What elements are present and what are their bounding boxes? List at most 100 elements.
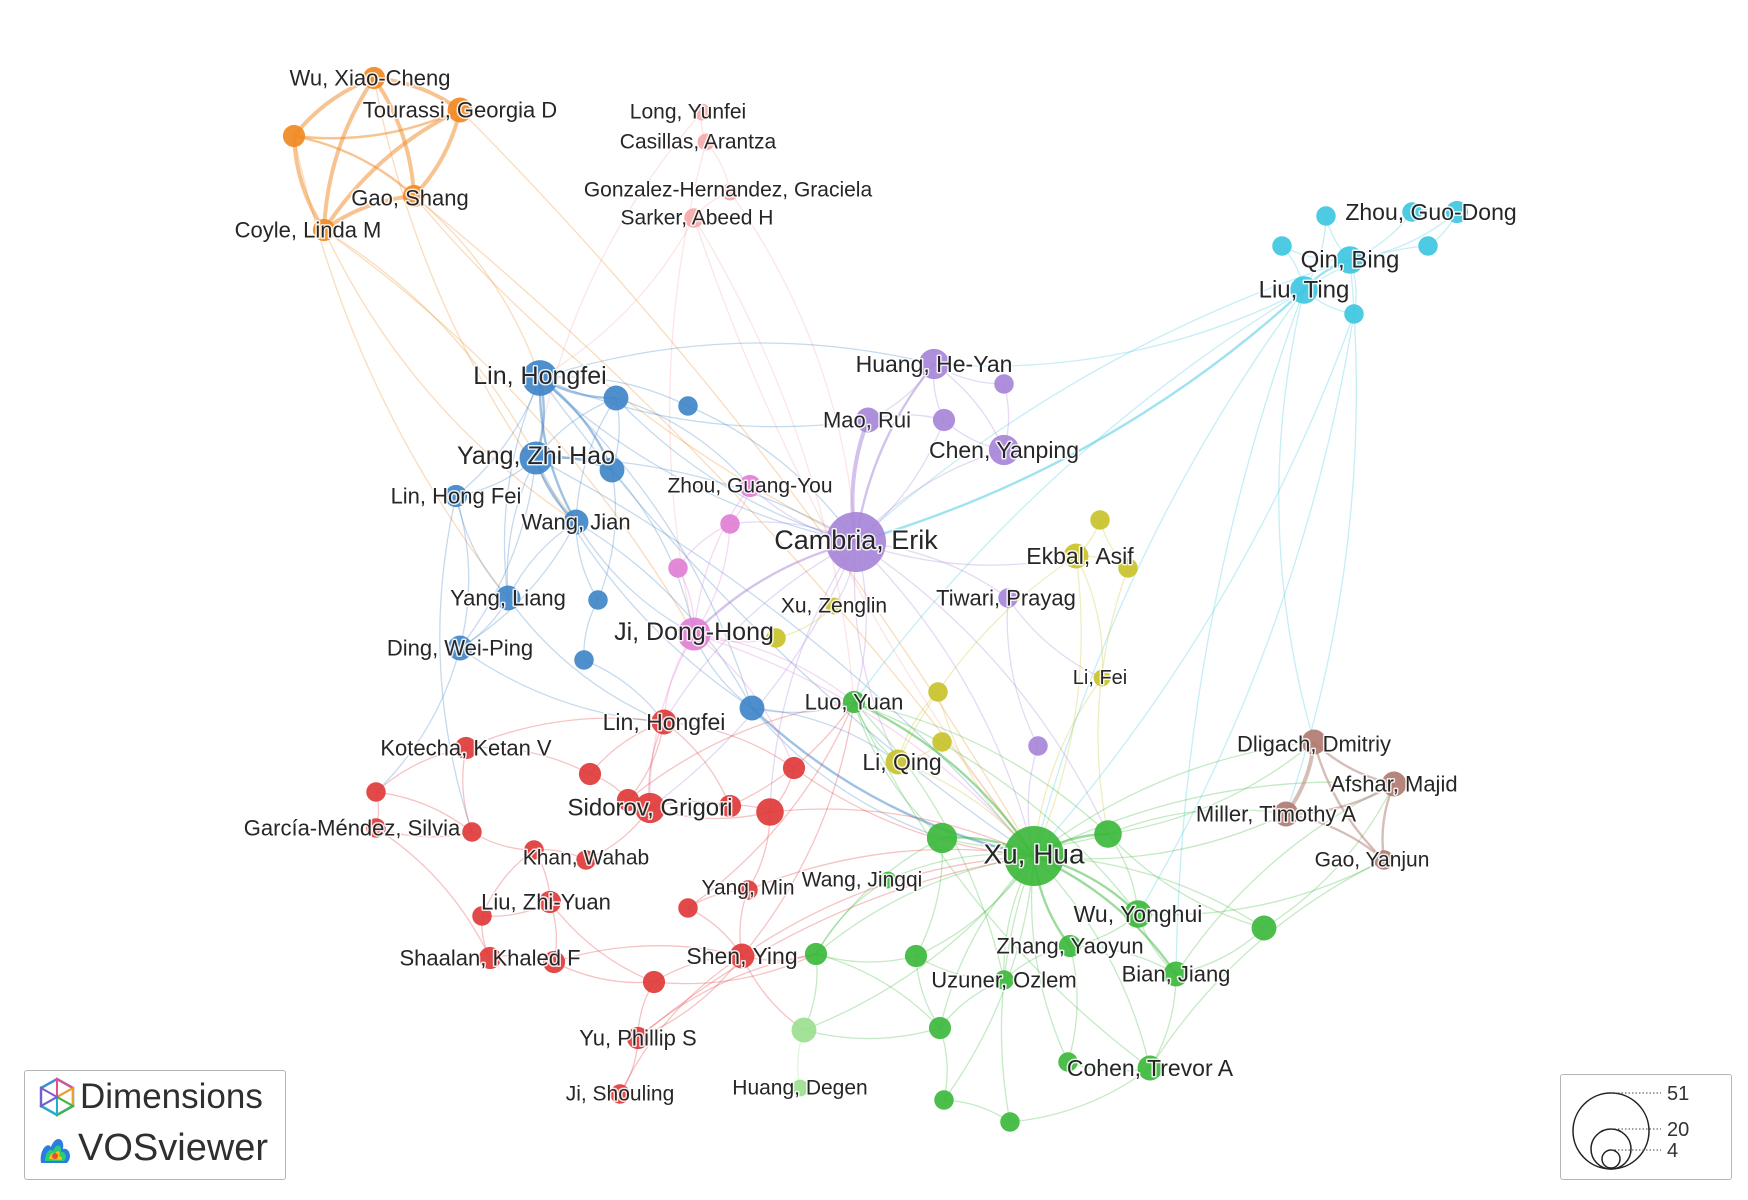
node-ji-dong-hong[interactable] <box>677 617 711 651</box>
node-yang-min[interactable] <box>738 880 758 900</box>
node-yellow-a[interactable] <box>1090 510 1110 530</box>
node-chen-yanping[interactable] <box>988 434 1020 466</box>
node-wang-jian[interactable] <box>563 509 589 535</box>
node-yellow-c[interactable] <box>766 628 786 648</box>
node-green-a[interactable] <box>926 822 958 854</box>
node-bian-jiang[interactable] <box>1163 961 1189 987</box>
node-blue-c[interactable] <box>599 457 625 483</box>
node-tiwari-prayag[interactable] <box>998 588 1018 608</box>
node-yellow-e[interactable] <box>932 732 952 752</box>
node-red-g[interactable] <box>782 756 806 780</box>
node-blue-f[interactable] <box>739 695 765 721</box>
label-ekbal-asif: Ekbal, Asif <box>1026 543 1134 569</box>
node-ding-wei-ping[interactable] <box>447 635 473 661</box>
node-red-b[interactable] <box>366 782 386 802</box>
node-sarker-abeed[interactable] <box>684 208 704 228</box>
node-luo-yuan[interactable] <box>842 690 866 714</box>
node-cyan-a[interactable] <box>1316 206 1336 226</box>
node-green-g[interactable] <box>1058 1052 1078 1072</box>
node-zhou-guang-you[interactable] <box>738 474 762 498</box>
node-wu-yonghui[interactable] <box>1124 900 1152 928</box>
node-yellow-b[interactable] <box>1118 558 1138 578</box>
node-green-h[interactable] <box>934 1090 954 1110</box>
node-yu-phillip[interactable] <box>626 1026 650 1050</box>
node-green-f[interactable] <box>928 1016 952 1040</box>
node-yellow-d[interactable] <box>928 682 948 702</box>
node-lin-hongfei-blue[interactable] <box>522 360 558 396</box>
node-long-yunfei[interactable] <box>693 103 711 121</box>
node-red-d[interactable] <box>462 822 482 842</box>
node-afshar-majid[interactable] <box>1381 771 1407 797</box>
node-blue-b[interactable] <box>678 396 698 416</box>
node-miller-timothy[interactable] <box>1273 801 1299 827</box>
node-blue-e[interactable] <box>574 650 594 670</box>
node-red-l[interactable] <box>642 970 666 994</box>
node-green-b[interactable] <box>1094 820 1122 848</box>
node-liu-ting[interactable] <box>1290 276 1318 304</box>
node-qin-bing[interactable] <box>1336 246 1364 274</box>
label-wu-xiao-cheng: Wu, Xiao-Cheng <box>289 66 450 91</box>
node-green-e[interactable] <box>904 944 928 968</box>
node-purple-b[interactable] <box>932 408 956 432</box>
node-blue-d[interactable] <box>588 590 608 610</box>
node-mao-rui[interactable] <box>855 407 881 433</box>
node-xu-zenglin[interactable] <box>825 597 843 615</box>
node-coyle-linda[interactable] <box>312 218 336 242</box>
node-orange-unlabeled[interactable] <box>282 124 306 148</box>
node-magenta-b[interactable] <box>668 558 688 578</box>
node-dligach-dmitriy[interactable] <box>1301 729 1327 755</box>
node-red-a[interactable] <box>578 762 602 786</box>
node-kotecha-ketan[interactable] <box>454 736 478 760</box>
node-shaalan-khaled[interactable] <box>478 946 502 970</box>
node-blue-a[interactable] <box>603 385 629 411</box>
node-cambria-erik[interactable] <box>826 512 886 572</box>
node-gao-shang[interactable] <box>402 184 426 208</box>
node-purple-c[interactable] <box>1028 736 1048 756</box>
node-zhang-yaoyun[interactable] <box>1058 934 1082 958</box>
node-red-i[interactable] <box>472 906 492 926</box>
node-huang-degen[interactable] <box>791 1079 809 1097</box>
node-cyan-e[interactable] <box>1344 304 1364 324</box>
node-shen-ying[interactable] <box>729 943 755 969</box>
node-tourassi-georgia[interactable] <box>447 97 473 123</box>
node-sidorov-grigori[interactable] <box>634 792 666 824</box>
node-cyan-b[interactable] <box>1402 202 1422 222</box>
label-huang-degen: Huang, Degen <box>732 1077 867 1100</box>
node-cyan-c[interactable] <box>1272 236 1292 256</box>
node-lin-hong-fei[interactable] <box>444 484 468 508</box>
node-green-i[interactable] <box>1000 1112 1020 1132</box>
node-light-green-a[interactable] <box>791 1017 817 1043</box>
node-purple-a[interactable] <box>994 374 1014 394</box>
node-li-fei[interactable] <box>1093 669 1111 687</box>
node-red-e[interactable] <box>718 794 742 818</box>
node-garcia-silvia[interactable] <box>366 818 386 838</box>
node-wu-xiao-cheng[interactable] <box>362 66 386 90</box>
node-khan-wahab[interactable] <box>576 850 596 870</box>
node-huang-he-yan[interactable] <box>918 348 950 380</box>
node-uzuner-ozlem[interactable] <box>994 970 1014 990</box>
node-ji-shouling[interactable] <box>610 1084 630 1104</box>
node-red-c[interactable] <box>616 788 640 812</box>
node-gao-yanjun[interactable] <box>1374 850 1394 870</box>
node-red-k[interactable] <box>542 950 566 974</box>
node-cyan-d[interactable] <box>1418 236 1438 256</box>
node-li-qing[interactable] <box>885 749 911 775</box>
node-red-j[interactable] <box>678 898 698 918</box>
node-casillas-arantza[interactable] <box>697 133 715 151</box>
node-cohen-trevor[interactable] <box>1137 1055 1163 1081</box>
node-red-f[interactable] <box>756 798 784 826</box>
node-magenta-a[interactable] <box>720 514 740 534</box>
node-xu-hua[interactable] <box>1004 826 1064 886</box>
node-yang-liang[interactable] <box>495 585 521 611</box>
node-wang-jingqi[interactable] <box>879 871 897 889</box>
node-ekbal-asif[interactable] <box>1063 543 1089 569</box>
node-green-c[interactable] <box>1251 915 1277 941</box>
node-green-d[interactable] <box>804 942 828 966</box>
node-yang-zhi-hao[interactable] <box>519 441 553 475</box>
node-red-h[interactable] <box>524 840 544 860</box>
node-zhou-guo-dong[interactable] <box>1445 200 1469 224</box>
node-liu-zhi-yuan[interactable] <box>538 890 562 914</box>
node-gonzalez-graciela[interactable] <box>721 183 739 201</box>
node-lin-hongfei-red[interactable] <box>651 709 677 735</box>
